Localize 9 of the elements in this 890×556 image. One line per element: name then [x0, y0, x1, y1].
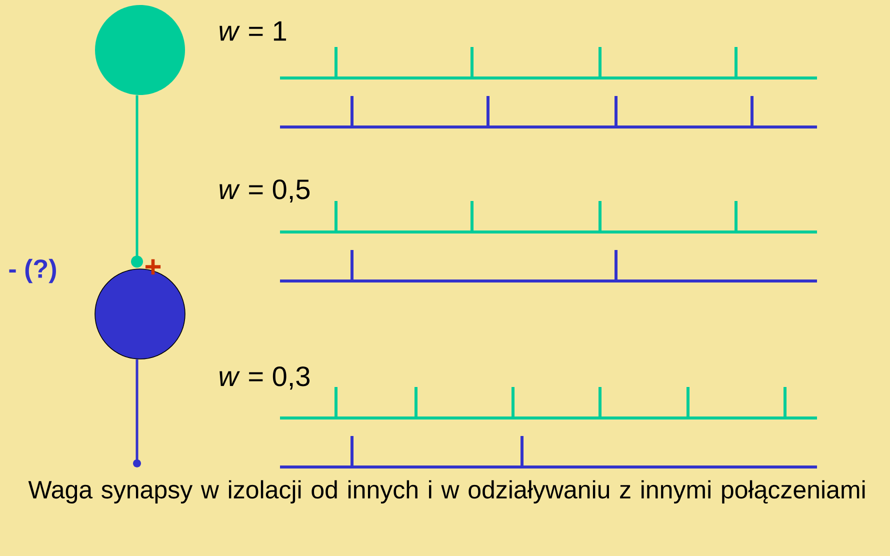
sign-label: - (?)	[9, 258, 56, 284]
weight-label: w = 0,5	[220, 179, 310, 203]
neuron-circle	[95, 5, 185, 95]
axon-line	[133, 359, 141, 468]
sign-label: +	[146, 259, 161, 274]
weight-label: w = 0,3	[220, 366, 310, 390]
weight-label: w = 1	[220, 21, 286, 41]
caption: Waga synapsy w izolacji od innych i w odziaływaniu z innymi połączeniami	[28, 480, 865, 504]
axon-line	[131, 95, 143, 268]
